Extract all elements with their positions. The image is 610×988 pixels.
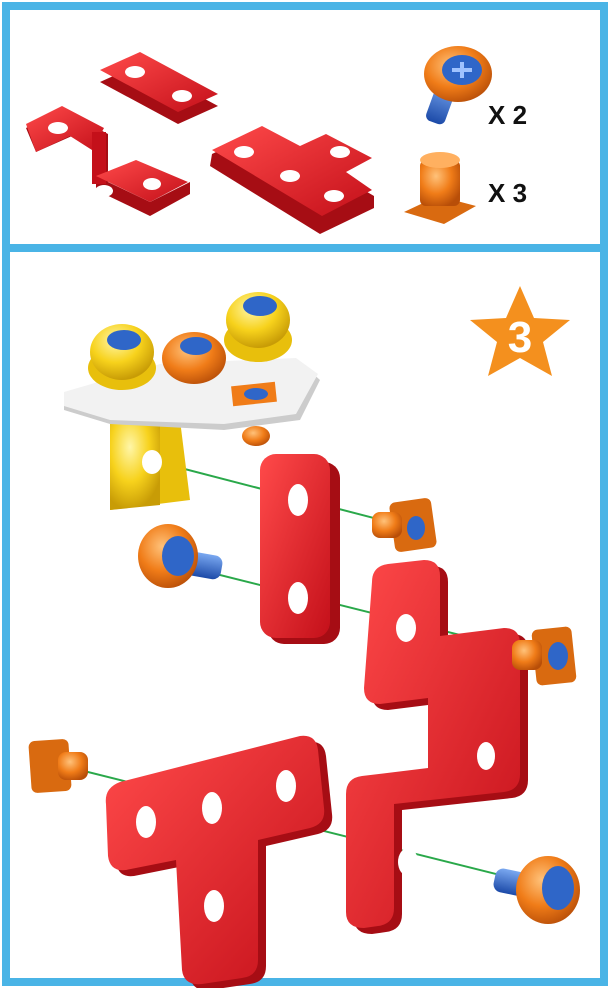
parts-list: X 2 X 3: [404, 46, 527, 224]
red-straight-plate: [260, 454, 340, 644]
red-z-bracket: [26, 106, 190, 216]
star-icon: [470, 286, 570, 376]
red-t-plate-vertical: [105, 735, 333, 988]
step-badge: 3: [470, 286, 570, 376]
parts-section: X 2 X 3: [26, 46, 527, 234]
orange-nut-icon: [404, 152, 476, 224]
step-number: 3: [508, 313, 532, 362]
orange-screw: [138, 524, 223, 588]
orange-screw-icon: [424, 46, 492, 125]
red-straight-plate-2-hole: [100, 52, 218, 124]
red-z-bracket-vertical: [346, 560, 528, 934]
assembly-section: 3: [28, 286, 580, 988]
orange-nut: [512, 626, 577, 686]
red-t-plate: [210, 126, 374, 234]
orange-nut: [28, 739, 88, 793]
orange-nut: [372, 498, 437, 552]
screw-quantity: X 2: [488, 100, 527, 130]
orange-screw: [493, 856, 580, 924]
previous-assembly: [64, 292, 320, 510]
nut-quantity: X 3: [488, 178, 527, 208]
